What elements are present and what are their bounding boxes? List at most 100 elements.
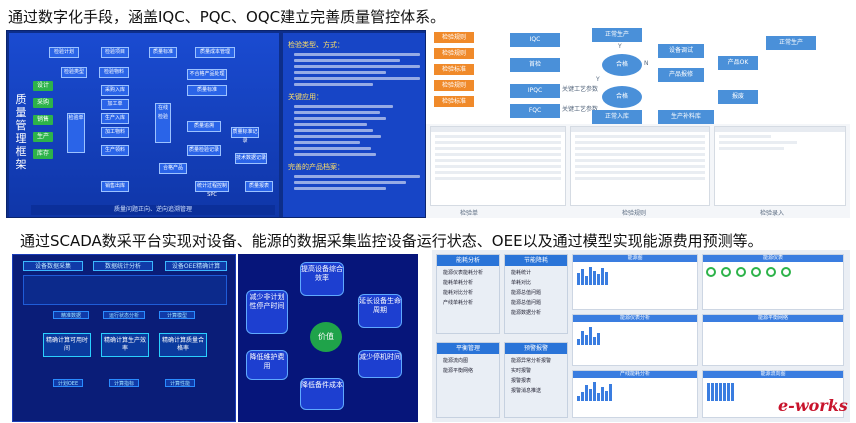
dashboard-screen: 能源流向图 <box>702 370 844 418</box>
flow-node: 检验单 <box>67 113 85 153</box>
stage-box: 首检 <box>510 58 560 72</box>
result-box: 正常生产 <box>592 28 642 42</box>
category-production: 生产 <box>33 132 53 142</box>
flow-node: 统计过程控制SPC <box>195 181 229 198</box>
function-card: 节能降耗 能耗统计 单耗对比 能源总值问题 能源总值问题 能源数据分析 <box>504 254 568 334</box>
dashboard-screen: 能源平衡网络 <box>702 314 844 366</box>
tab-data-analysis: 数据统计分析 <box>93 261 153 271</box>
watermark-logo: e-works <box>778 396 848 415</box>
decision-pass: 合格 <box>602 54 642 76</box>
value-item: 提高设备综合效率 <box>300 262 344 296</box>
vertical-label: 质量管理框架 <box>15 93 27 171</box>
input-box: 检验标准 <box>434 64 474 75</box>
metric: 计划OEE <box>53 379 83 387</box>
tab-oee-calc: 设备OEE精确计算 <box>165 261 227 271</box>
caption: 检验录入 <box>760 210 785 217</box>
yes-label: Y <box>618 43 622 50</box>
category-list: 设计 采购 销售 生产 库存 <box>33 81 53 159</box>
calc-box: 精确计算可用时间 <box>43 333 91 357</box>
category-sales: 销售 <box>33 115 53 125</box>
card-title: 能耗分析 <box>437 255 499 266</box>
section-title: 检验类型、方式： <box>288 41 344 49</box>
no-label: N <box>644 60 649 67</box>
pill: 运行状态分析 <box>103 311 145 319</box>
flow-node: 质量检验记录 <box>187 145 221 156</box>
function-card: 平衡管理 能源流向图 能源平衡网络 <box>436 342 500 418</box>
flow-node: 加工物料 <box>101 127 129 138</box>
pill: 计算模型 <box>159 311 195 319</box>
result-box: 生产补料库 <box>658 110 714 124</box>
card-title: 预警报警 <box>505 343 567 354</box>
flow-node: 采购入库 <box>101 85 129 96</box>
heading-quality: 通过数字化手段，涵盖IQC、PQC、OQC建立完善质量管控体系。 <box>8 8 446 26</box>
value-item: 减少非计划性停产时间 <box>246 290 288 334</box>
flow-node: 不合格产品处理 <box>187 69 227 80</box>
screen-inspection-entry <box>714 126 846 206</box>
value-item: 延长设备生命周期 <box>358 294 402 328</box>
section-title: 关键应用： <box>288 93 323 101</box>
flow-node: 检验物料 <box>99 67 129 78</box>
result-box: 设备调试 <box>658 44 704 58</box>
function-card: 预警报警 能源异常分析报警 实时报警 报警报表 报警消息推送 <box>504 342 568 418</box>
value-wheel: 价值 提高设备综合效率 延长设备生命周期 减少停机时间 降低备件成本 降低维护费… <box>238 254 418 422</box>
category-purchase: 采购 <box>33 98 53 108</box>
flow-node: 合格产品 <box>159 163 187 174</box>
quality-framework-panel: 质量管理框架 设计 采购 销售 生产 库存 检验计划 检验类型 检验项目 质量标… <box>6 30 426 218</box>
flow-node: 质量追溯 <box>187 121 221 132</box>
metric: 计算指标 <box>109 379 139 387</box>
value-item: 降低维护费用 <box>246 350 288 380</box>
tab-data-collection: 设备数据采集 <box>23 261 83 271</box>
flow-node: 销售出库 <box>101 181 129 192</box>
heading-scada: 通过SCADA数采平台实现对设备、能源的数据采集监控设备运行状态、OEE以及通过… <box>20 232 763 250</box>
mini-charts <box>23 275 227 305</box>
center-value: 价值 <box>310 322 342 352</box>
input-box: 检验标准 <box>434 96 474 107</box>
stage-box: IQC <box>510 33 560 47</box>
caption: 检验规则 <box>622 210 647 217</box>
quality-flow-area: 质量管理框架 设计 采购 销售 生产 库存 检验计划 检验类型 检验项目 质量标… <box>9 33 279 217</box>
flow-node: 质量标准 <box>187 85 227 96</box>
flow-node: 质量标准记录 <box>231 127 259 144</box>
dashboard-screen: 能源仪表分析 <box>572 314 698 366</box>
metric: 计算性能 <box>165 379 195 387</box>
section-title: 完善的产品档案： <box>288 163 344 171</box>
flow-node: 技术数据记录 <box>235 153 267 164</box>
category-design: 设计 <box>33 81 53 91</box>
inspection-flowchart: 检验规则 检验规则 检验标准 检验规则 检验标准 IQC 首检 IPQC FQC… <box>426 28 850 124</box>
result-box: 报废 <box>718 90 758 104</box>
process-note: 关键工艺参数 <box>562 106 599 113</box>
trace-footer: 质量问题正向、逆向追溯管理 <box>31 205 275 215</box>
process-note: 关键工艺参数 <box>562 86 599 93</box>
value-item: 降低备件成本 <box>300 378 344 410</box>
category-inventory: 库存 <box>33 149 53 159</box>
flow-node: 检验项目 <box>101 47 129 58</box>
card-title: 平衡管理 <box>437 343 499 354</box>
function-card: 能耗分析 能源仪表能耗分析 能耗单耗分析 能耗对比分析 产线单耗分析 <box>436 254 500 334</box>
stage-box: FQC <box>510 104 560 118</box>
screen-inspection-rules <box>570 126 710 206</box>
quality-description: 检验类型、方式： 关键应用： 完善的产品档案： <box>283 33 425 217</box>
result-box: 正常生产 <box>766 36 816 50</box>
scada-oee-panel: 设备数据采集 数据统计分析 设备OEE精确计算 精准数据 运行状态分析 计算模型… <box>12 254 236 422</box>
stage-box: IPQC <box>510 84 560 98</box>
value-item: 减少停机时间 <box>358 350 402 378</box>
flow-node: 检验类型 <box>61 67 87 78</box>
flow-node: 生产入库 <box>101 113 129 124</box>
calc-box: 精确计算质量合格率 <box>159 333 207 357</box>
flow-node: 质量成本管理 <box>195 47 235 58</box>
result-box: 正常入库 <box>592 110 642 124</box>
input-box: 检验规则 <box>434 80 474 91</box>
input-box: 检验规则 <box>434 48 474 59</box>
dashboard-screen: 能源仪表 <box>702 254 844 310</box>
decision-pass: 合格 <box>602 86 642 108</box>
inspection-screens: 检验单 检验规则 检验录入 <box>426 124 850 218</box>
card-title: 节能降耗 <box>505 255 567 266</box>
flow-node: 质量报表 <box>245 181 273 192</box>
dashboard-screen: 能源图 <box>572 254 698 310</box>
result-box: 产品OK <box>718 56 758 70</box>
input-box: 检验规则 <box>434 32 474 43</box>
flow-node: 在线检验 <box>155 103 171 143</box>
yes-label: Y <box>596 76 600 83</box>
flow-node: 加工单 <box>101 99 129 110</box>
flow-node: 检验计划 <box>49 47 79 58</box>
